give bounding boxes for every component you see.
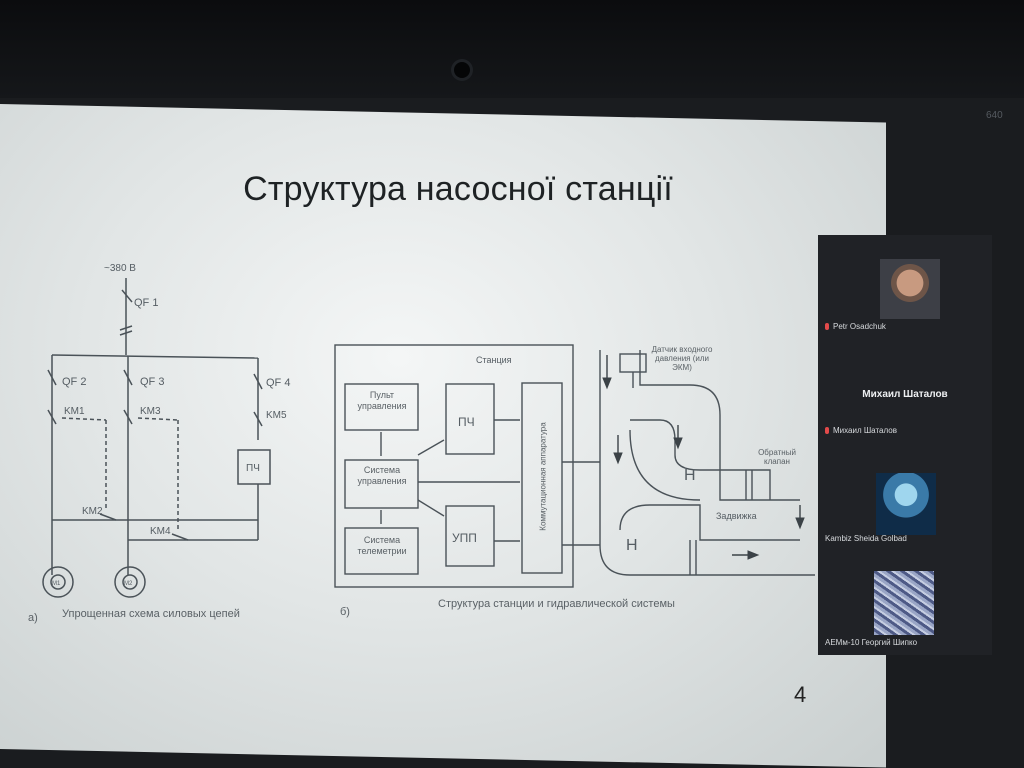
participant-name: АЕМм-10 Георгий Шипко xyxy=(825,638,918,647)
control-system-label: Система управления xyxy=(357,465,407,486)
contactor-label-km4: KM4 xyxy=(150,526,171,537)
control-panel-label: Пульт управления xyxy=(357,390,407,411)
monitor-bezel xyxy=(0,0,1024,98)
participant-name: Михаил Шаталов xyxy=(825,426,897,435)
motor-label-m1: M1 xyxy=(52,581,61,587)
participant-tile[interactable]: Михаил Шаталов Михаил Шаталов xyxy=(818,339,992,439)
contactor-label-km1: KM1 xyxy=(64,406,85,417)
pump-label-bottom: Н xyxy=(626,537,638,554)
pump-label-top: Н xyxy=(684,467,696,484)
gate-valve-label: Задвижка xyxy=(716,511,757,521)
check-valve-label: Обратный клапан xyxy=(758,448,796,466)
pressure-sensor-label: Датчик входного давления (или ЭКМ) xyxy=(651,345,713,372)
caption-right: Структура станции и гидравлической систе… xyxy=(438,598,675,610)
switchgear-label: Коммутационная аппаратура xyxy=(538,422,548,531)
participant-tile[interactable]: АЕМм-10 Георгий Шипко xyxy=(818,551,992,651)
telemetry-label: Система телеметрии xyxy=(357,535,407,556)
breaker-label-qf3: QF 3 xyxy=(140,376,164,388)
mic-muted-icon xyxy=(825,323,829,330)
avatar xyxy=(880,259,940,319)
softstart-label: УПП xyxy=(452,531,477,545)
participant-name: Petr Osadchuk xyxy=(825,322,886,331)
slide-title: Структура насосної станції xyxy=(243,170,673,208)
breaker-label-qf2: QF 2 xyxy=(62,376,86,388)
drive-label: ПЧ xyxy=(246,463,260,474)
avatar xyxy=(874,571,934,635)
participant-name: Kambiz Sheida Golbad xyxy=(825,534,907,543)
webcam-icon xyxy=(454,62,470,78)
station-frame-title: Станция xyxy=(476,355,512,365)
participant-tile[interactable]: Petr Osadchuk xyxy=(818,235,992,335)
supply-label: ~380 В xyxy=(104,263,136,274)
participant-tile[interactable]: Kambiz Sheida Golbad xyxy=(818,447,992,547)
breaker-label-qf1: QF 1 xyxy=(134,297,158,309)
caption-letter-a: а) xyxy=(28,612,38,624)
mic-muted-icon xyxy=(825,427,829,434)
motor-label-m2: M2 xyxy=(124,581,133,587)
contactor-label-km5: KM5 xyxy=(266,410,287,421)
corner-label: 640 xyxy=(986,110,1003,121)
participants-panel: Petr Osadchuk Михаил Шаталов Михаил Шата… xyxy=(818,235,992,655)
caption-left: Упрощенная схема силовых цепей xyxy=(62,608,240,620)
breaker-label-qf4: QF 4 xyxy=(266,377,290,389)
contactor-label-km3: KM3 xyxy=(140,406,161,417)
caption-letter-b: б) xyxy=(340,606,350,618)
participant-display-name: Михаил Шаталов xyxy=(862,389,948,400)
contactor-label-km2: KM2 xyxy=(82,506,103,517)
vfd-label: ПЧ xyxy=(458,415,475,429)
avatar xyxy=(876,473,936,535)
slide-page-number: 4 xyxy=(794,682,807,707)
